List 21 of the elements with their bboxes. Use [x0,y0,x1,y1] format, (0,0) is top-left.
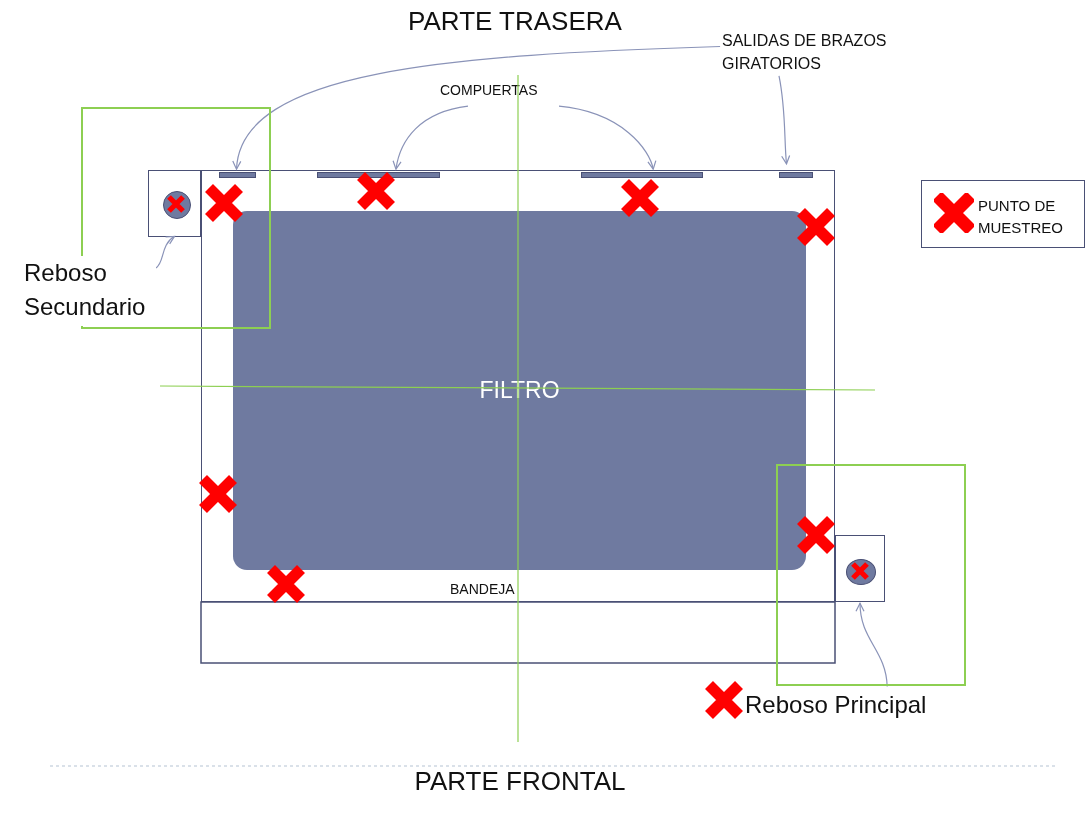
tray-outline [201,170,835,602]
legend-text: PUNTO DE MUESTREO [978,196,1064,238]
callout-text: COMPUERTAS [440,82,580,104]
tray-label: BANDEJA [450,581,515,597]
title: PARTE TRASERA [407,6,623,37]
overflow-box [148,170,201,237]
leader-line [855,602,888,687]
side-label: PARTE FRONTAL [413,766,627,797]
gate-bar [219,172,256,178]
leader-line [558,105,656,170]
overflow-box [835,535,885,602]
gate-bar [581,172,703,178]
leader-line [778,75,791,165]
callout-text: SALIDAS DE BRAZOS GIRATORIOS [722,29,912,75]
gate-bar [779,172,813,178]
leader-line [155,235,176,269]
callout-text: Reboso Secundario [24,256,156,326]
gate-bar [317,172,440,178]
leader-line [392,105,469,170]
leader-line [233,45,721,170]
filter-panel: FILTRO [233,211,806,570]
